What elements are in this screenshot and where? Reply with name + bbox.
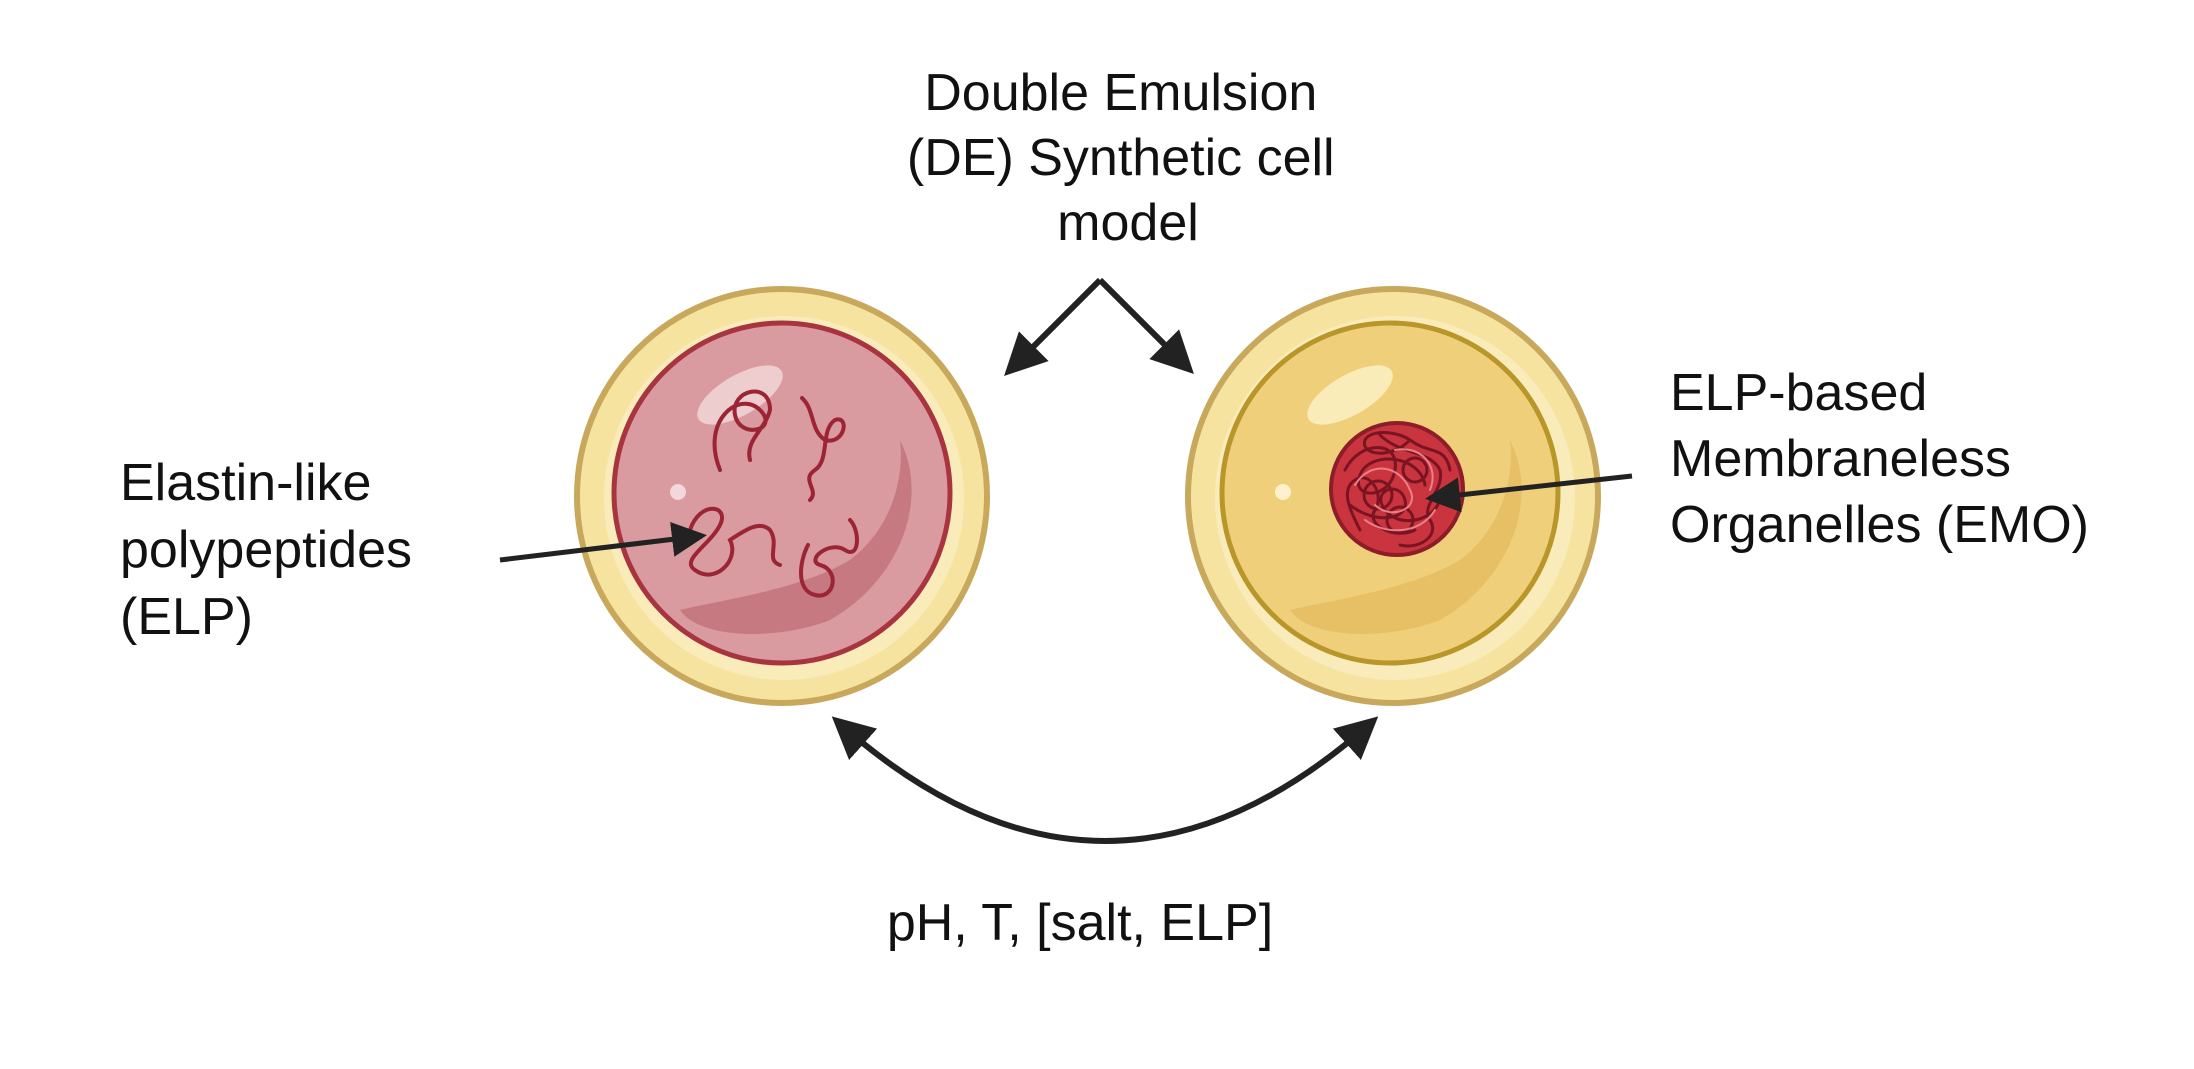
- arrow-to-left-cell: [1004, 277, 1103, 376]
- cell-with-condensate-icon: [1185, 286, 1601, 706]
- title-line-2: (DE) Synthetic cell: [907, 129, 1335, 187]
- conditions-label: pH, T, [salt, ELP]: [887, 894, 1273, 952]
- emo-label-line-1: ELP-based: [1670, 364, 1927, 422]
- left-core-gloss-dot: [670, 484, 686, 500]
- emo-strand-1: [1343, 446, 1427, 495]
- emo-loop-1: [1362, 479, 1394, 511]
- cell-with-dispersed-polymer-icon: [574, 286, 990, 706]
- right-core-gloss: [1307, 365, 1393, 425]
- emo-highlight-3: [1364, 509, 1436, 532]
- title-line-1: Double Emulsion: [924, 64, 1317, 122]
- diagram-title: Double Emulsion (DE) Synthetic cell mode…: [907, 64, 1349, 252]
- title-line-3: model: [1057, 194, 1199, 252]
- emo-highlight-1: [1354, 467, 1413, 514]
- elp-label-line-3: (ELP): [120, 588, 253, 646]
- emo-label-line-3: Organelles (EMO): [1670, 496, 2089, 554]
- elp-label-line-2: polypeptides: [120, 521, 412, 579]
- title-split-arrows: [1004, 277, 1194, 376]
- left-core-shadow: [680, 440, 912, 634]
- emo-loop-2: [1401, 456, 1429, 484]
- polymer-strand-1: [712, 389, 773, 472]
- arrow-to-right-cell: [1097, 277, 1194, 374]
- elp-polymer-strands: [688, 389, 859, 598]
- elp-pointer-arrow: [499, 521, 707, 563]
- emo-label-line-2: Membraneless: [1670, 430, 2011, 488]
- transition-double-arrow: [831, 716, 1379, 844]
- emo-strand-5: [1363, 431, 1452, 472]
- polymer-strand-2: [800, 396, 846, 502]
- emo-pointer-arrow: [1425, 473, 1633, 513]
- elp-label-line-1: Elastin-like: [120, 454, 371, 512]
- polymer-strand-3: [688, 506, 782, 577]
- emo-label: ELP-based Membraneless Organelles (EMO): [1670, 364, 2089, 554]
- polymer-strand-4: [799, 518, 859, 598]
- emo-loop-3: [1385, 505, 1415, 535]
- elp-label: Elastin-like polypeptides (ELP): [120, 454, 426, 646]
- right-core-shadow: [1290, 440, 1522, 634]
- right-core-gloss-dot: [1275, 484, 1291, 500]
- emo-condensate: [1329, 421, 1465, 557]
